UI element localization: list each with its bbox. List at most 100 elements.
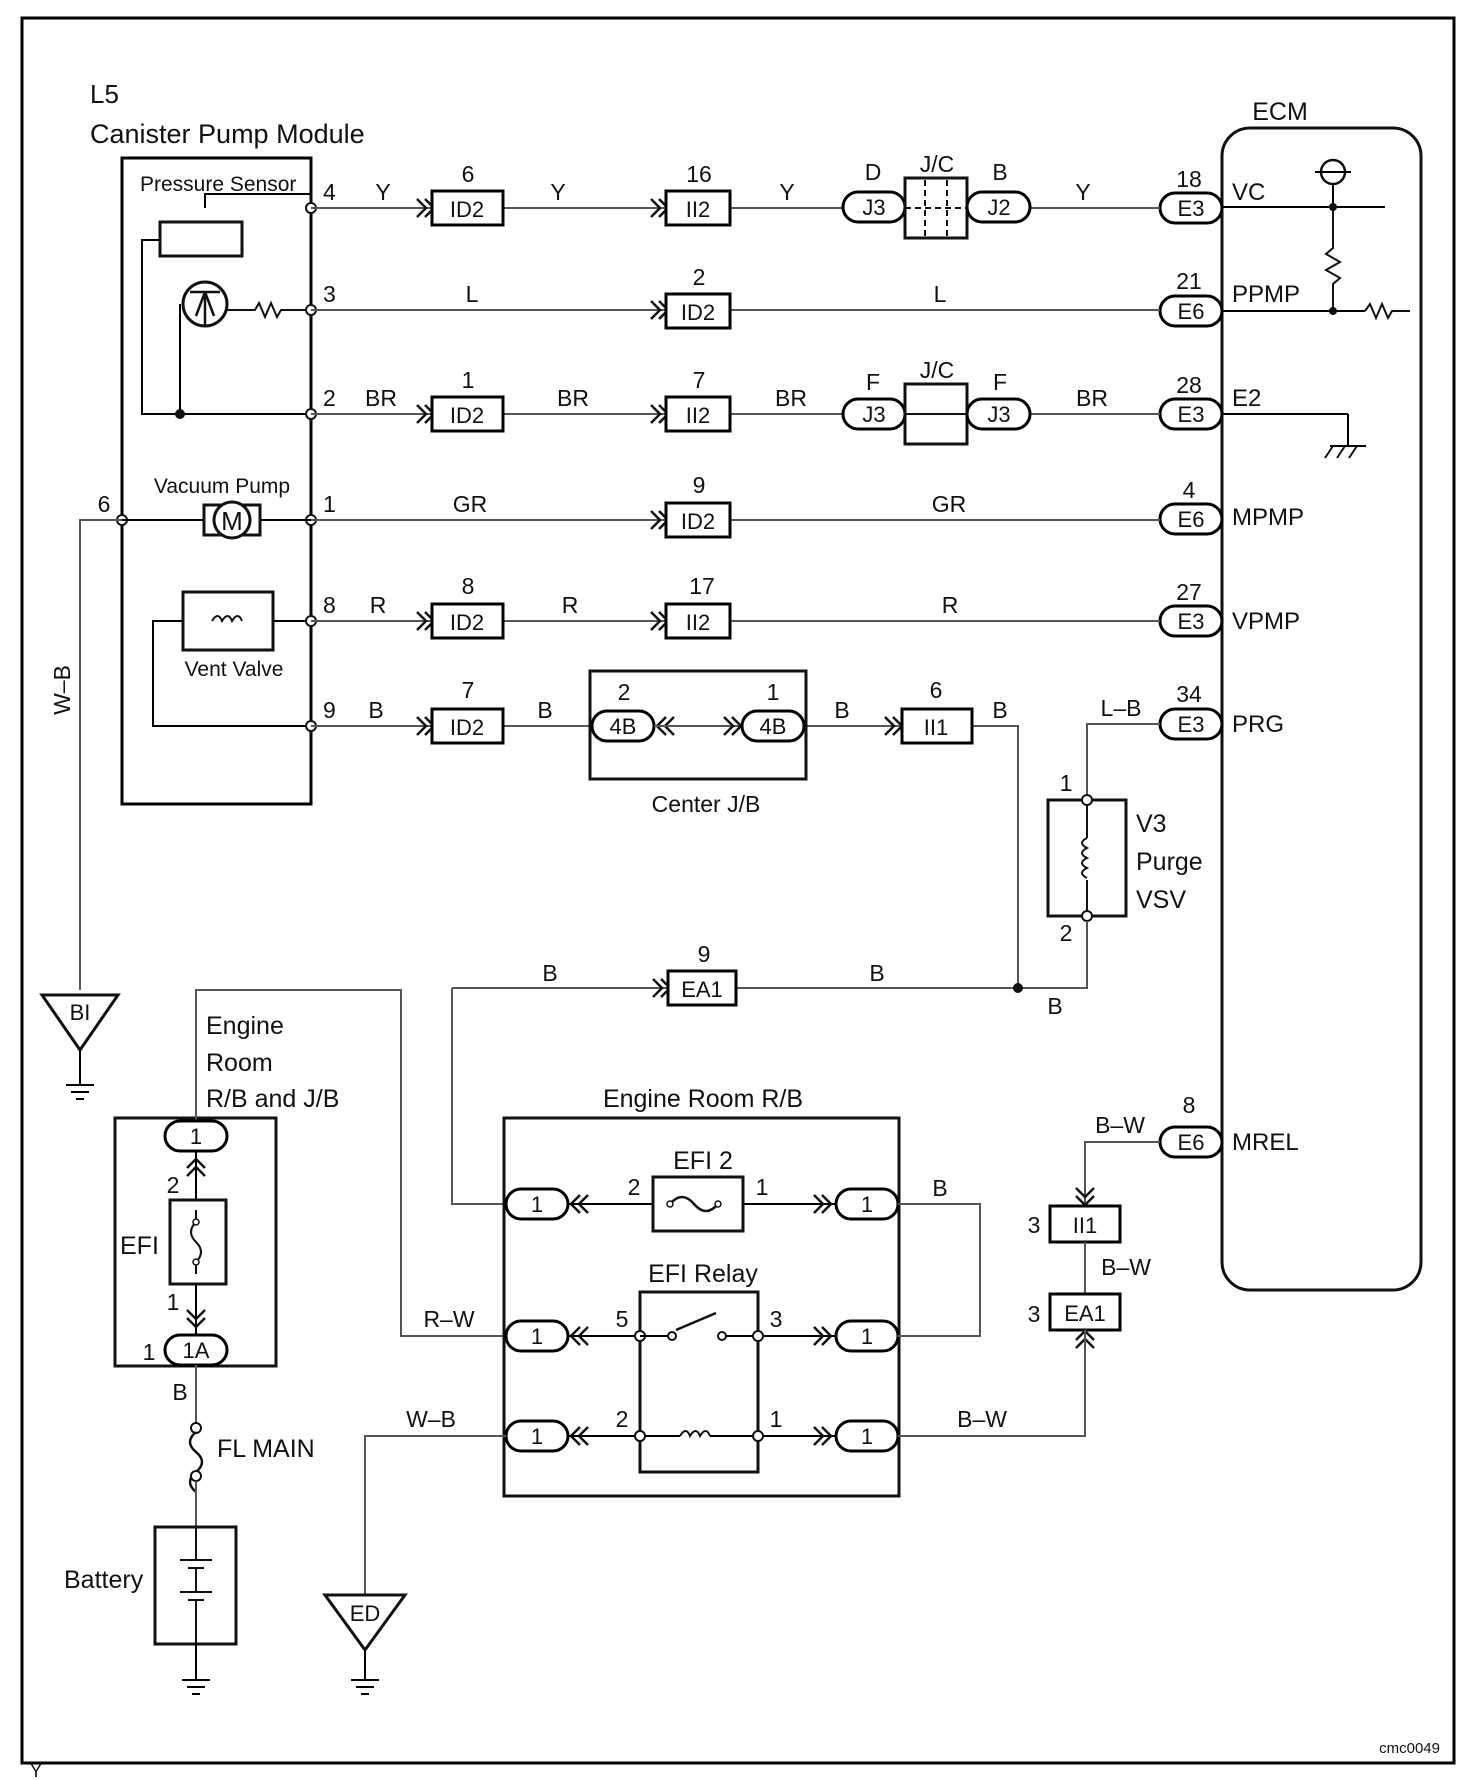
svg-text:L: L bbox=[466, 281, 479, 307]
circuit-ppmp: 3 L 2 ID2 L bbox=[311, 264, 1160, 330]
svg-text:GR: GR bbox=[932, 491, 967, 517]
circuit-mpmp: 1 GR 9 ID2 GR bbox=[311, 472, 1160, 539]
circuit-vc: 4 Y 6 ID2 Y 16 II2 Y D J3 J/C B J2 Y bbox=[311, 151, 1160, 240]
svg-text:2: 2 bbox=[1060, 920, 1073, 946]
svg-text:1: 1 bbox=[190, 1124, 202, 1149]
svg-text:V3: V3 bbox=[1136, 810, 1167, 838]
svg-text:II2: II2 bbox=[686, 197, 710, 222]
engine-room-rb: Engine Room R/B 1 2 EFI 2 1 1 EFI Relay … bbox=[502, 1085, 981, 1498]
svg-text:Y: Y bbox=[550, 179, 565, 205]
svg-text:B: B bbox=[542, 960, 557, 986]
svg-text:Purge: Purge bbox=[1136, 848, 1203, 876]
svg-text:5: 5 bbox=[616, 1306, 629, 1332]
svg-text:3: 3 bbox=[770, 1306, 783, 1332]
svg-text:1: 1 bbox=[323, 491, 336, 517]
ecm-connector-prg: 34 E3 PRG bbox=[1158, 681, 1284, 741]
svg-text:L: L bbox=[934, 281, 947, 307]
svg-text:II2: II2 bbox=[686, 403, 710, 428]
svg-text:BR: BR bbox=[775, 385, 807, 411]
terminal-ppmp: PPMP bbox=[1232, 281, 1300, 308]
svg-text:J3: J3 bbox=[987, 402, 1010, 427]
svg-text:9: 9 bbox=[693, 472, 706, 498]
module-id: L5 bbox=[90, 79, 119, 109]
svg-text:1: 1 bbox=[767, 679, 780, 705]
svg-text:B: B bbox=[834, 697, 849, 723]
svg-text:1: 1 bbox=[770, 1406, 783, 1432]
svg-text:18: 18 bbox=[1176, 166, 1202, 192]
svg-text:R: R bbox=[370, 592, 387, 618]
ecm-connector-vc: 18 E3 VC bbox=[1158, 166, 1265, 225]
svg-text:ID2: ID2 bbox=[450, 715, 484, 740]
svg-text:6: 6 bbox=[930, 677, 943, 703]
canister-pump-module: Pressure Sensor Vacuum Pump M Vent Valve bbox=[116, 156, 317, 806]
svg-text:E6: E6 bbox=[1178, 299, 1205, 324]
svg-text:II1: II1 bbox=[924, 715, 948, 740]
battery-label: Battery bbox=[64, 1566, 144, 1594]
svg-text:B: B bbox=[172, 1379, 187, 1405]
svg-text:E3: E3 bbox=[1178, 609, 1205, 634]
svg-text:ID2: ID2 bbox=[681, 509, 715, 534]
svg-text:17: 17 bbox=[689, 573, 715, 599]
svg-text:3: 3 bbox=[1028, 1301, 1041, 1327]
engine-room-rb-label: Engine Room R/B bbox=[603, 1085, 803, 1113]
ecm-internal-circuit bbox=[1222, 158, 1410, 459]
svg-text:E6: E6 bbox=[1178, 1130, 1205, 1155]
ecm-connector-mrel: 8 E6 MREL bbox=[1158, 1092, 1299, 1159]
svg-text:8: 8 bbox=[462, 573, 475, 599]
svg-text:F: F bbox=[866, 369, 880, 395]
terminal-vpmp: VPMP bbox=[1232, 608, 1300, 635]
svg-text:B–W: B–W bbox=[1101, 1254, 1151, 1280]
ground-ed-label: ED bbox=[350, 1601, 381, 1626]
circuit-vent-ground: 9 B 7 ID2 B 2 4B 1 4B Center J/B B 6 II1… bbox=[311, 669, 1019, 988]
circuit-mrel: B–W 3 II1 B–W 3 EA1 B–W bbox=[898, 1112, 1160, 1437]
svg-text:EA1: EA1 bbox=[681, 977, 723, 1002]
circuit-vpmp: 8 R 8 ID2 R 17 II2 R bbox=[311, 573, 1160, 640]
svg-text:ID2: ID2 bbox=[450, 610, 484, 635]
svg-text:1: 1 bbox=[167, 1289, 180, 1315]
svg-text:II2: II2 bbox=[686, 610, 710, 635]
terminal-vc: VC bbox=[1232, 179, 1265, 206]
terminal-mpmp: MPMP bbox=[1232, 504, 1304, 531]
svg-text:EFI: EFI bbox=[120, 1232, 159, 1260]
svg-text:R/B and J/B: R/B and J/B bbox=[206, 1085, 339, 1113]
svg-text:2: 2 bbox=[628, 1174, 641, 1200]
svg-text:4: 4 bbox=[323, 179, 336, 205]
svg-text:E3: E3 bbox=[1178, 402, 1205, 427]
svg-text:8: 8 bbox=[1183, 1092, 1196, 1118]
svg-text:1: 1 bbox=[143, 1339, 156, 1365]
svg-text:4B: 4B bbox=[760, 714, 787, 739]
svg-text:8: 8 bbox=[323, 592, 336, 618]
battery-circuit: B FL MAIN Battery bbox=[64, 1365, 315, 1695]
svg-text:B: B bbox=[992, 159, 1007, 185]
svg-text:1: 1 bbox=[756, 1174, 769, 1200]
ecm-connector-ppmp: 21 E6 PPMP bbox=[1158, 268, 1300, 328]
ecm-box bbox=[1220, 126, 1423, 1292]
page-border bbox=[20, 16, 1456, 1765]
svg-text:Y: Y bbox=[779, 179, 794, 205]
svg-text:W–B: W–B bbox=[49, 665, 75, 715]
pressure-sensor-label: Pressure Sensor bbox=[140, 173, 296, 196]
svg-text:7: 7 bbox=[693, 367, 706, 393]
svg-text:1: 1 bbox=[531, 1424, 543, 1449]
svg-text:ID2: ID2 bbox=[681, 300, 715, 325]
circuit-e2: 2 BR 1 ID2 BR 7 II2 BR F J3 J/C F J3 BR bbox=[311, 357, 1160, 446]
svg-text:B: B bbox=[1047, 993, 1062, 1019]
terminal-mrel: MREL bbox=[1232, 1129, 1299, 1156]
svg-text:3: 3 bbox=[323, 281, 336, 307]
svg-text:1: 1 bbox=[531, 1324, 543, 1349]
svg-text:II1: II1 bbox=[1073, 1213, 1097, 1238]
svg-text:B: B bbox=[869, 960, 884, 986]
svg-text:BR: BR bbox=[1076, 385, 1108, 411]
ecm-connector-e2: 28 E3 E2 bbox=[1158, 372, 1261, 431]
svg-text:B: B bbox=[537, 697, 552, 723]
terminal-prg: PRG bbox=[1232, 711, 1284, 738]
svg-text:7: 7 bbox=[462, 677, 475, 703]
vacuum-pump-label: Vacuum Pump bbox=[154, 475, 290, 498]
svg-text:J3: J3 bbox=[862, 402, 885, 427]
svg-text:ID2: ID2 bbox=[450, 403, 484, 428]
svg-text:16: 16 bbox=[686, 161, 712, 187]
svg-text:28: 28 bbox=[1176, 372, 1202, 398]
ground-bi-label: BI bbox=[70, 1000, 91, 1025]
circuit-module-ground: 6 W–B BI bbox=[39, 491, 122, 1100]
